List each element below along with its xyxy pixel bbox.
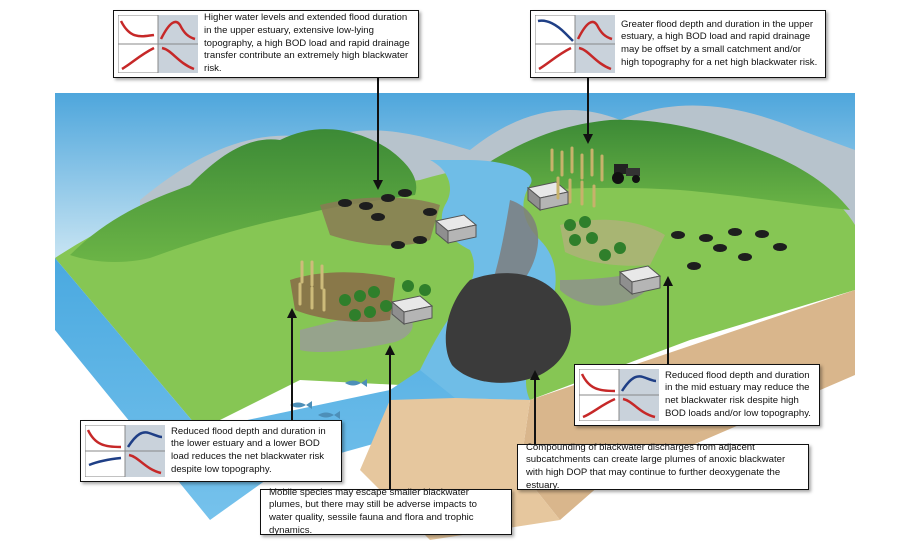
floodplain-upper-left [320,197,440,246]
drain-outlet-right [618,265,662,296]
mangroves-lower [339,280,431,321]
risk-curves-icon-reduced [85,425,165,477]
callout-bottom-center: Mobile species may escape smaller blackw… [260,487,512,536]
pointer-upper-right-head [583,134,593,144]
callout-lower-left-text: Reduced flood depth and duration in the … [171,425,326,475]
callout-bottom-right-text: Compounding of blackwater discharges fro… [526,441,786,491]
crops-lower-left [298,260,326,312]
left-hills [70,129,417,262]
callout-bottom-center-text: Mobile species may escape smaller blackw… [269,486,477,536]
callout-mid-right-text: Reduced flood depth and duration in the … [665,369,811,419]
callout-lower-left: Reduced flood depth and duration in the … [80,420,342,482]
callout-upper-right: Greater flood depth and duration in the … [530,10,826,78]
fish-left [290,401,312,409]
grey-plume-upper [490,200,539,294]
callout-mid-right: Reduced flood depth and duration in the … [574,364,820,426]
callout-upper-right-text: Greater flood depth and duration in the … [621,18,818,68]
pointer-upper-left-head [373,180,383,190]
cattle [338,189,787,270]
tractor [612,164,640,184]
blackwater-plume [445,273,572,383]
callout-bottom-right: Compounding of blackwater discharges fro… [517,442,809,491]
callout-upper-left: Higher water levels and extended flood d… [113,10,419,78]
fish-mid [345,379,367,387]
mangroves-right [564,216,626,261]
crops-upper-right [550,146,604,208]
drain-outlet-lower [390,295,434,326]
fish-low [318,411,340,419]
callout-upper-left-text: Higher water levels and extended flood d… [204,12,410,74]
pointer-lower-left-head [287,308,297,318]
right-hills [470,119,850,210]
risk-curves-icon-high [118,15,198,73]
risk-curves-icon-high [535,15,615,73]
pointer-bottom-center-head [385,345,395,355]
floodplain-right [560,219,665,266]
drain-outlet-mid [434,214,478,245]
risk-curves-icon-reduced [579,369,659,421]
pointer-bottom-right-head [530,370,540,380]
pointer-mid-right-head [663,276,673,286]
